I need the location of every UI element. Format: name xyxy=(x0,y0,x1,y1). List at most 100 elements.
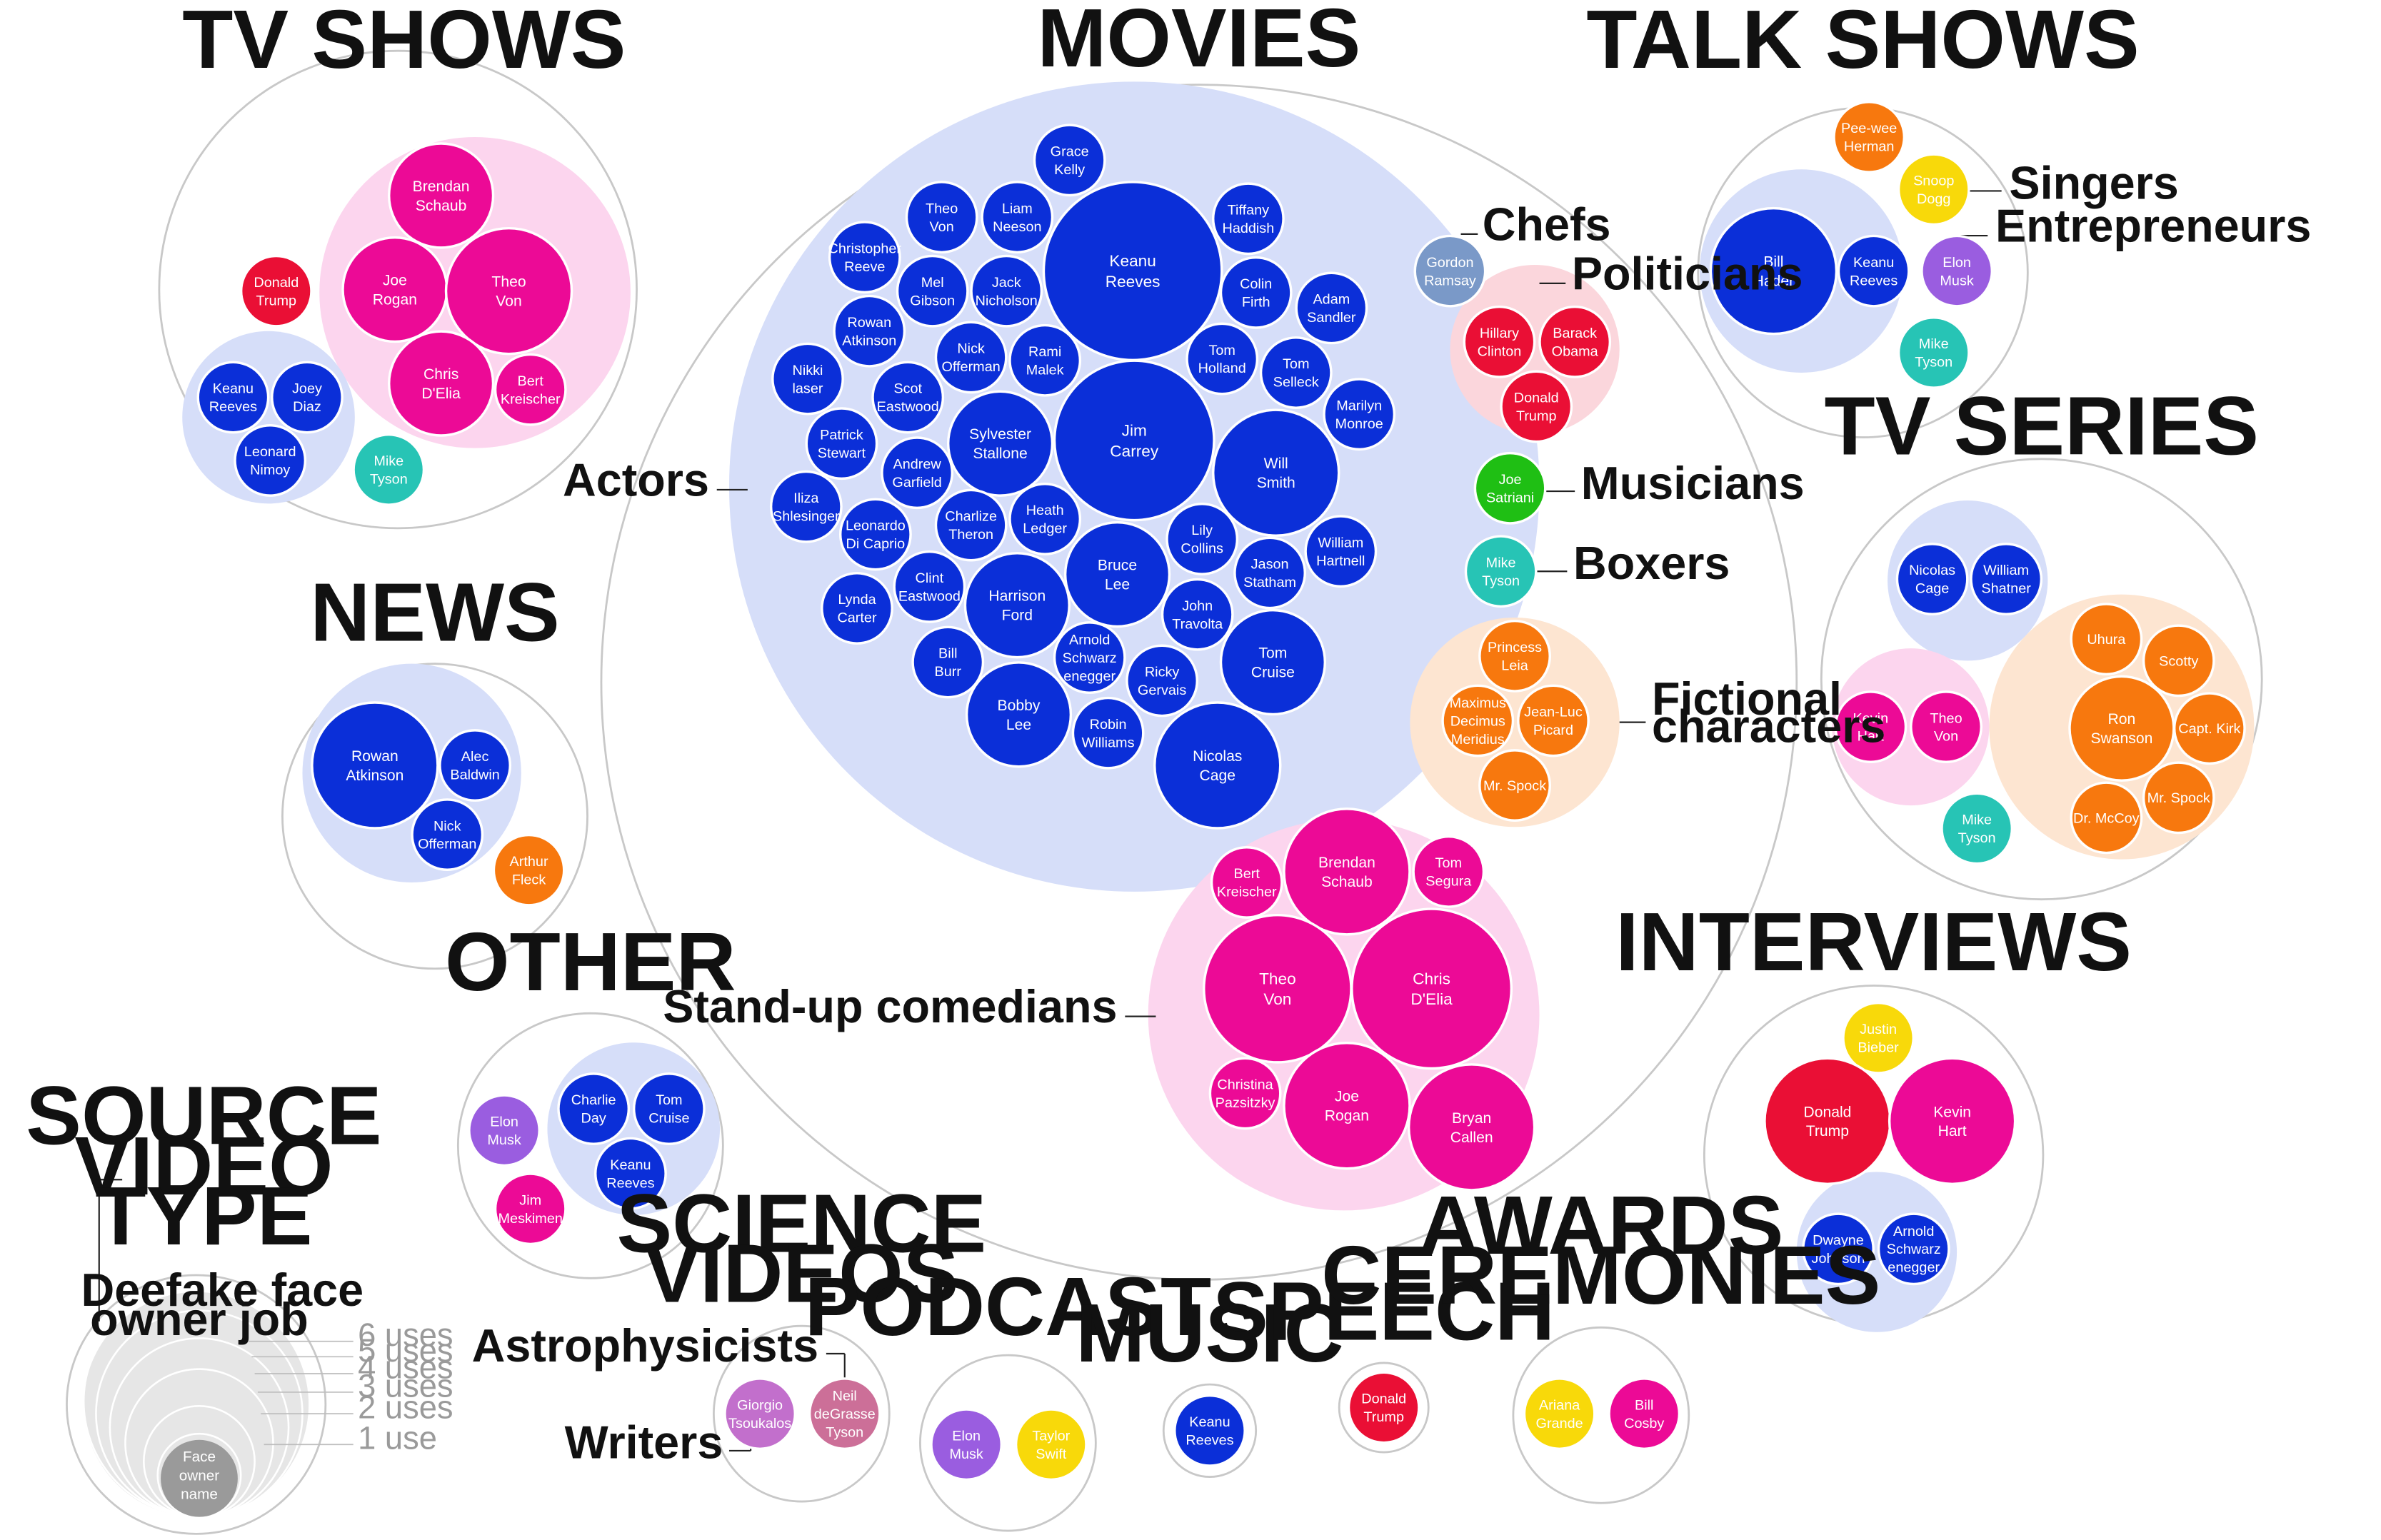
face-mr-spock-circle xyxy=(2145,763,2213,832)
face-name-line: Bryan xyxy=(1452,1110,1491,1127)
face-name-line: Reeves xyxy=(1106,273,1161,291)
face-elon-musk-circle xyxy=(1923,237,1991,306)
face-nicolas-cage-circle xyxy=(1898,545,1967,613)
face-name-line: Neeson xyxy=(993,219,1041,235)
face-harrison-ford-circle xyxy=(966,554,1068,656)
face-name-line: Iliza xyxy=(793,490,819,506)
face-name-line: Bill xyxy=(938,646,957,662)
face-arthur-fleck-circle xyxy=(495,836,563,905)
face-ariana-grande-circle xyxy=(1525,1379,1594,1448)
face-name-line: Tiffany xyxy=(1228,202,1269,218)
face-uhura-bubble: Uhura xyxy=(2070,603,2143,676)
face-name-line: Maximus xyxy=(1450,695,1506,711)
face-pee-wee-herman-circle xyxy=(1835,103,1903,171)
face-name-line: Nicolas xyxy=(1909,563,1955,578)
face-name-line: Elon xyxy=(952,1428,981,1444)
label-standup-comedians: Stand-up comedians xyxy=(663,980,1117,1032)
face-dr-mccoy-circle xyxy=(2072,783,2140,852)
face-mr-spock-bubble: Mr. Spock xyxy=(1478,749,1551,822)
legend-uses-6: 1 use xyxy=(358,1420,437,1456)
face-name-line: Capt. Kirk xyxy=(2178,721,2240,737)
face-brendan-schaub-circle xyxy=(1285,810,1409,934)
face-capt-kirk-bubble: Capt. Kirk xyxy=(2172,692,2246,765)
legend-uses-5: 2 uses xyxy=(358,1389,453,1426)
face-bill-cosby-circle xyxy=(1610,1379,1678,1448)
face-name-line: Hart xyxy=(1938,1123,1967,1139)
face-name-line: Alec xyxy=(461,749,489,765)
face-dr-mccoy-label: Dr. McCoy xyxy=(2073,810,2140,826)
face-name-line: Firth xyxy=(1242,294,1270,310)
face-name-line: Meridius xyxy=(1451,732,1505,748)
face-name-line: Malek xyxy=(1026,362,1064,378)
face-andrew-garfield-circle xyxy=(883,438,951,507)
face-name-line: Schwarz xyxy=(1887,1242,1941,1257)
face-taylor-swift-circle xyxy=(1017,1410,1086,1479)
face-name-line: Von xyxy=(930,219,954,235)
legend-face-owner-line: name xyxy=(181,1486,218,1503)
face-clint-eastwood-circle xyxy=(895,553,963,621)
face-name-line: Adam xyxy=(1313,292,1350,308)
speech-group xyxy=(1338,1362,1430,1454)
legend-face-owner-line: Face xyxy=(183,1449,216,1465)
face-jack-nicholson-circle xyxy=(972,257,1041,326)
face-name-line: Keanu xyxy=(1189,1414,1230,1430)
face-bobby-lee-circle xyxy=(968,663,1070,766)
face-ron-swanson-circle xyxy=(2070,678,2173,780)
legend-uses-3: 4 uses xyxy=(358,1349,453,1386)
face-name-line: Theo xyxy=(1930,710,1962,726)
face-name-line: Atkinson xyxy=(842,333,896,348)
science-videos-title-line-2: VIDEOS xyxy=(644,1227,958,1320)
face-bert-kreischer-circle xyxy=(1213,848,1281,917)
face-name-line: Cruise xyxy=(648,1111,689,1127)
face-giorgio-tsoukalos-circle xyxy=(726,1379,794,1448)
face-scotty-label: Scotty xyxy=(2159,653,2198,669)
face-name-line: Dr. McCoy xyxy=(2073,810,2140,826)
face-tom-holland-circle xyxy=(1188,325,1256,393)
label-boxers: Boxers xyxy=(1573,537,1730,589)
face-tom-cruise-circle xyxy=(1222,611,1324,713)
face-name-line: Charlize xyxy=(945,509,997,525)
face-donald-trump-circle xyxy=(1765,1060,1890,1183)
face-mike-tyson-circle xyxy=(354,436,423,504)
face-name-line: Clinton xyxy=(1478,343,1522,359)
podcast-group xyxy=(919,1354,1097,1532)
face-name-line: Donald xyxy=(1803,1104,1851,1120)
